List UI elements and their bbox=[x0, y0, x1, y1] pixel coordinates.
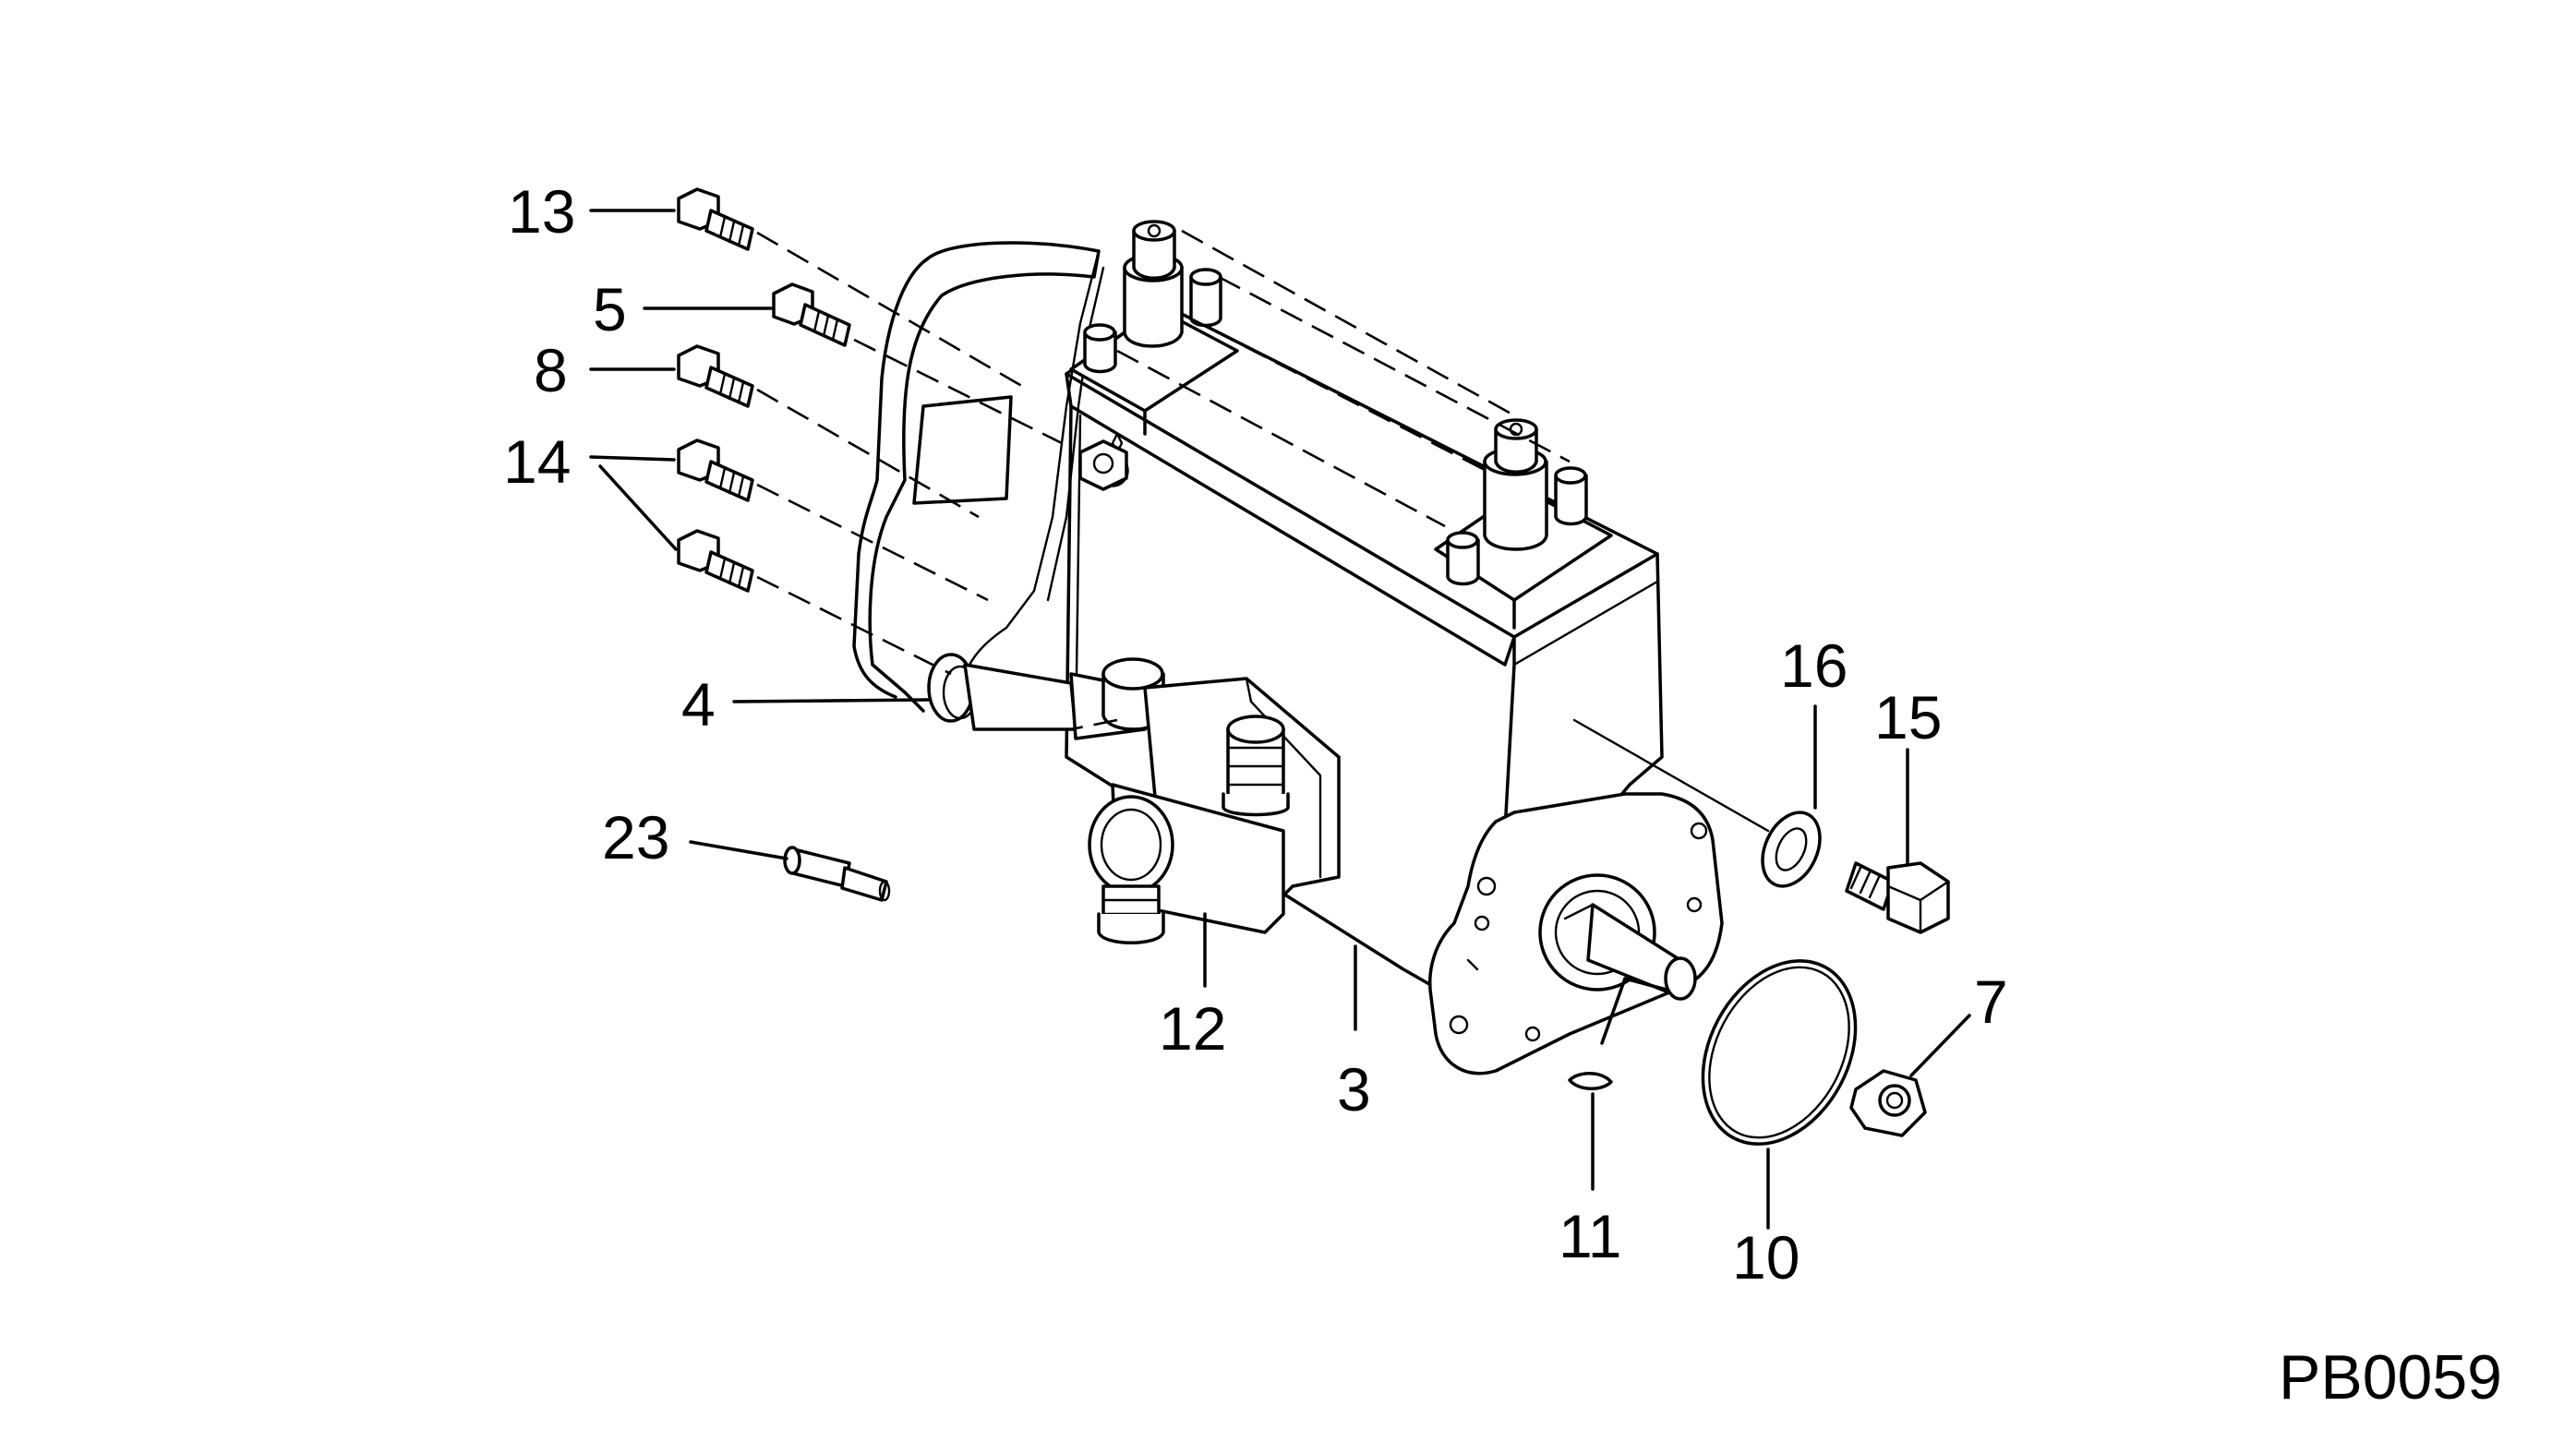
callout-10: 10 bbox=[1732, 1223, 1800, 1292]
callout-11: 11 bbox=[1559, 1202, 1622, 1270]
injection-pump-body bbox=[852, 220, 1664, 990]
delivery-valve-holder-front bbox=[1434, 418, 1613, 630]
callout-labels: 13 5 8 14 4 23 12 3 11 10 16 15 7 bbox=[503, 177, 2008, 1292]
callout-16: 16 bbox=[1780, 631, 1848, 700]
bolt-8 bbox=[677, 344, 754, 408]
callout-5: 5 bbox=[593, 275, 627, 343]
washer-16 bbox=[1761, 811, 1822, 888]
nut-7 bbox=[1849, 1069, 1927, 1137]
callout-4: 4 bbox=[681, 670, 716, 739]
leader-lines bbox=[589, 209, 1971, 1230]
assembly-lines bbox=[756, 229, 1571, 731]
drawing-id: PB0059 bbox=[2279, 1342, 2502, 1412]
bolt-13 bbox=[677, 187, 754, 251]
callout-23: 23 bbox=[602, 803, 669, 871]
callout-7: 7 bbox=[1974, 967, 2008, 1036]
callout-14: 14 bbox=[503, 427, 571, 496]
pin-23 bbox=[783, 846, 891, 902]
drive-flange bbox=[1428, 792, 1724, 1075]
o-ring-10 bbox=[1701, 959, 1858, 1146]
delivery-valve-holder-rear bbox=[1069, 220, 1239, 436]
bolt-14-upper bbox=[677, 439, 754, 502]
callout-12: 12 bbox=[1159, 994, 1226, 1063]
callout-15: 15 bbox=[1874, 683, 1942, 751]
bolt-14-lower bbox=[677, 529, 754, 593]
callout-13: 13 bbox=[508, 177, 575, 246]
callout-8: 8 bbox=[534, 336, 568, 404]
woodruff-key-11 bbox=[1568, 1072, 1613, 1090]
plug-15 bbox=[1845, 861, 1950, 934]
bolt-5 bbox=[772, 282, 851, 347]
callout-3: 3 bbox=[1337, 1055, 1371, 1124]
feed-pipe-assembly bbox=[927, 653, 1341, 944]
